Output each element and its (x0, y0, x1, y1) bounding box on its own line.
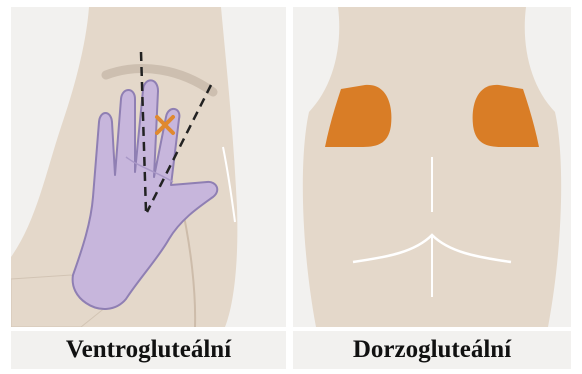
dorsogluteal-illustration (293, 7, 571, 327)
dorsogluteal-label: Dorzogluteální (293, 331, 571, 369)
ventrogluteal-illustration (11, 7, 286, 327)
ventrogluteal-label: Ventrogluteální (11, 331, 286, 369)
dorsogluteal-figure (293, 7, 571, 327)
ventrogluteal-figure (11, 7, 286, 327)
